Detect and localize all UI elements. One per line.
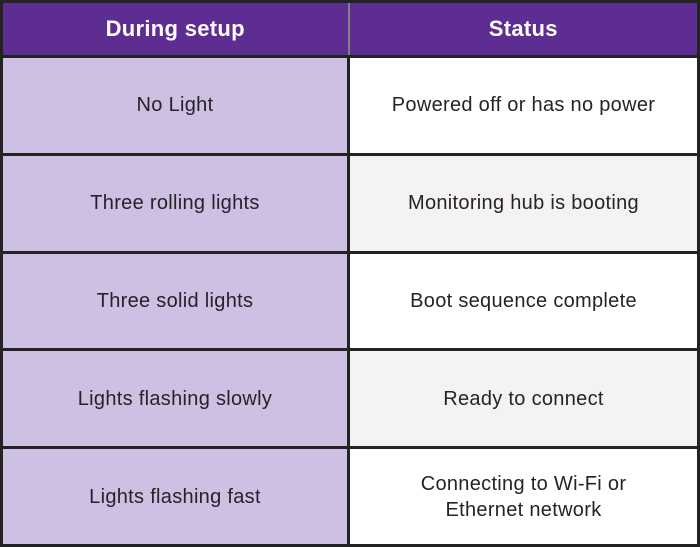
status-cell-three-solid-lights: Boot sequence complete (350, 253, 697, 349)
setup-cell-lights-flashing-slowly: Lights flashing slowly (3, 351, 347, 447)
column-header-status: Status (488, 16, 558, 41)
setup-cell-no-light: No Light (3, 58, 347, 153)
setup-cell-lights-flashing-fast: Lights flashing fast (3, 449, 347, 544)
status-cell-no-light: Powered off or has no power (350, 58, 697, 153)
status-cell-lights-flashing-slowly: Ready to connect (350, 351, 697, 447)
status-cell-lights-flashing-fast: Connecting to Wi-Fi or Ethernet network (350, 449, 697, 544)
header-column-divider (347, 3, 350, 55)
setup-cell-three-rolling-lights: Three rolling lights (3, 155, 347, 251)
column-header-during-setup: During setup (105, 16, 245, 41)
setup-cell-three-solid-lights: Three solid lights (3, 253, 347, 349)
table-header-row: During setup Status (3, 3, 697, 55)
status-cell-three-rolling-lights: Monitoring hub is booting (350, 155, 697, 251)
